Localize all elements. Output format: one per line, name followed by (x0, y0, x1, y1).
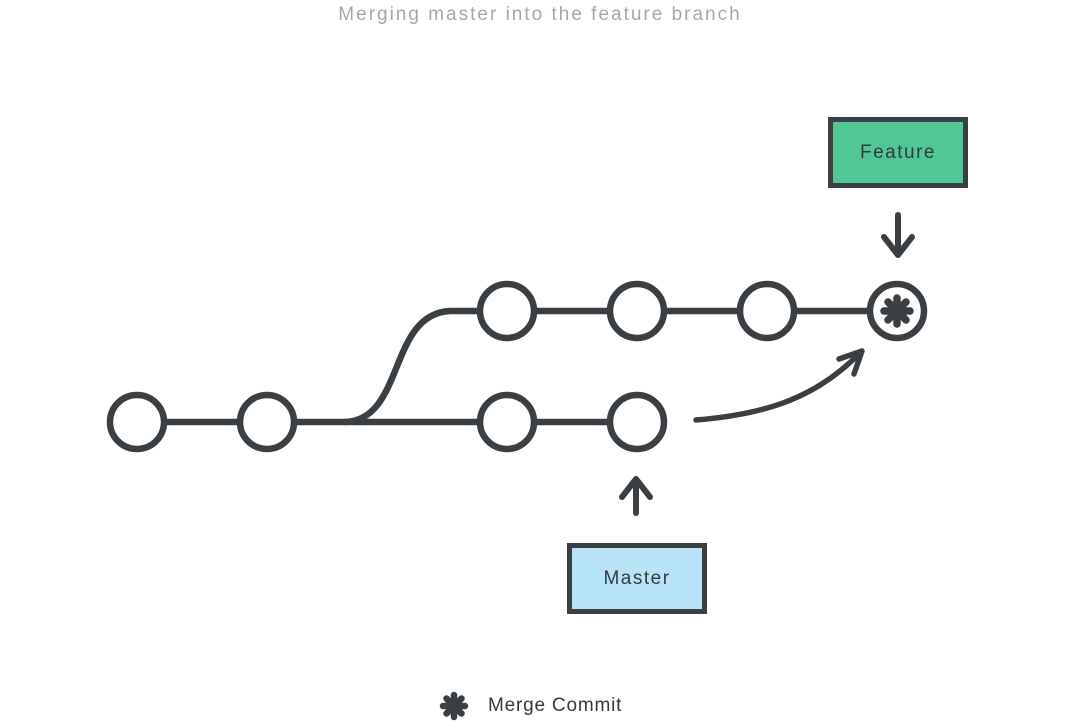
merge-commit-circle (866, 280, 928, 342)
merge-arrow-curve (693, 349, 864, 423)
merge-commit-node (866, 280, 928, 342)
branch-split-curve (341, 307, 482, 426)
legend: Merge Commit (436, 688, 622, 724)
commit-node-feature-1 (476, 280, 538, 342)
diagram-title: Merging master into the feature branch (338, 4, 742, 25)
commit-node-master-2 (606, 391, 668, 453)
master-branch-label-text: Master (603, 567, 671, 589)
commit-node-base-2 (236, 391, 298, 453)
feature-branch-label: Feature (828, 117, 968, 188)
feature-branch-label-text: Feature (860, 141, 936, 163)
legend-label: Merge Commit (488, 695, 623, 716)
master-pointer-arrow-icon (619, 476, 653, 516)
commit-node-feature-2 (606, 280, 668, 342)
merge-commit-legend-asterisk-icon (439, 691, 469, 721)
commit-node-base-1 (106, 391, 168, 453)
merge-arrow (693, 348, 865, 423)
master-arrow-head (619, 476, 653, 500)
merge-commit-asterisk-icon (880, 294, 914, 328)
commit-node-feature-3 (736, 280, 798, 342)
master-branch-label: Master (567, 543, 707, 614)
merge-arrow-head (836, 348, 865, 377)
feature-arrow-head (881, 234, 915, 258)
feature-pointer-arrow-icon (881, 212, 915, 258)
commit-node-master-1 (476, 391, 538, 453)
